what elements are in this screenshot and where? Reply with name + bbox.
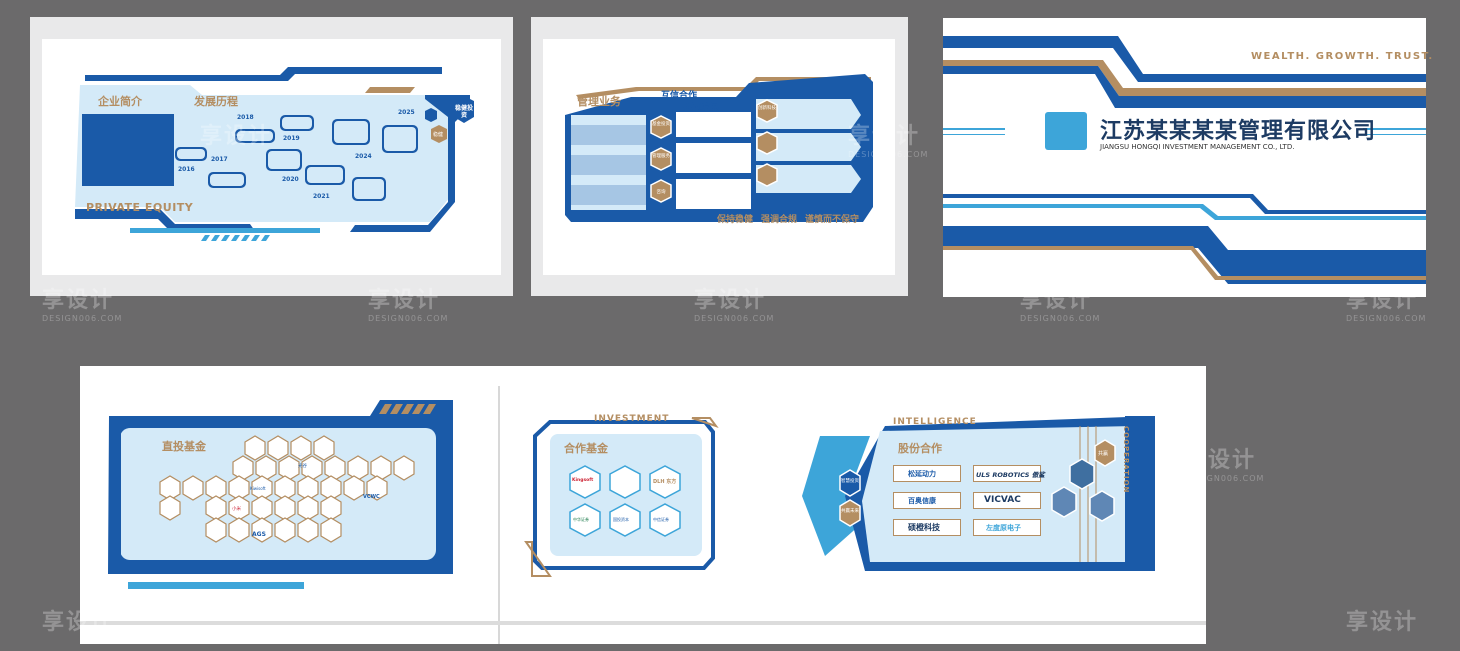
wall-divider-left (498, 386, 500, 644)
panel-corporate-history: 企业简介 发展历程 PRIVATE EQUITY 稳健投资 稳健 2016 20… (30, 17, 513, 296)
watermark-brand: 享设计 (1346, 288, 1419, 313)
watermark-site: DESIGN006.COM (42, 314, 123, 323)
partner-name-1: 松延动力 (908, 470, 936, 478)
year-2024: 2024 (355, 153, 372, 160)
direct-fund-logo-grid (159, 435, 415, 543)
year-2020: 2020 (282, 176, 299, 183)
panel-1-history-heading: 发展历程 (194, 95, 238, 108)
direct-fund-logo-guanggu: 光谷 (298, 464, 307, 469)
panel-2-hex-label-2: 管理服务 (652, 154, 670, 159)
watermark-brand: 享设计 (368, 288, 441, 313)
panel-3-graphics (943, 36, 1426, 284)
partner-name-4: VICVAC (984, 495, 1021, 505)
panel-2-hex-label-right: 创新科技 (758, 106, 776, 111)
panel-2-hex-label-3: 咨询 (656, 190, 666, 195)
direct-fund-logo-xiaomi: 小米 (232, 507, 241, 512)
watermark-brand: 享设计 (848, 124, 921, 149)
share-coop-hex-2: 共赢未来 (841, 509, 859, 514)
panel-2-banner-line2: 共赢发展 (683, 103, 720, 113)
partner-name-6: 左度原电子 (986, 524, 1021, 532)
watermark-site: DESIGN006.COM (848, 150, 929, 159)
investment-label: INVESTMENT (594, 414, 670, 424)
share-coop-hex-1: 智慧投资 (841, 479, 859, 484)
panel-2-motto-1: 保持稳健 (717, 215, 754, 225)
share-coop-hex-right: 共赢 (1098, 451, 1109, 457)
panel-3-company-cn: 江苏某某某某管理有限公司 (1100, 118, 1377, 144)
watermark-brand: 享设计 (1020, 288, 1093, 313)
year-2021: 2021 (313, 193, 330, 200)
year-2018: 2018 (237, 114, 254, 121)
partner-tile-5: 硕橙科技 (893, 519, 961, 536)
watermark-brand: 享设计 (1184, 448, 1257, 473)
direct-fund-logo-vcwc: VCWC (363, 494, 380, 500)
partner-tile-3: 百奥信康 (893, 492, 961, 509)
watermark-site: DESIGN006.COM (694, 314, 775, 323)
watermark-site: DESIGN006.COM (1346, 314, 1427, 323)
panel-2-graphics (565, 74, 873, 222)
watermark-brand: 享设计 (1346, 610, 1419, 635)
panel-1-badge-bottom: 稳健 (433, 132, 444, 138)
direct-fund-heading: 直投基金 (162, 440, 206, 453)
panel-1-private-equity: PRIVATE EQUITY (86, 201, 194, 214)
panel-1-intro-heading: 企业简介 (98, 95, 142, 108)
partner-tile-4: VICVAC (973, 492, 1041, 509)
partner-tile-2: ULS ROBOTICS 傲鲨 (973, 465, 1045, 482)
year-2016: 2016 (178, 166, 195, 173)
panel-business: 管理业务 互信合作 共赢发展 基金投资 管理服务 咨询 创新科技 保持稳健 强调… (531, 17, 908, 296)
panel-2-banner-line1: 互信合作 (661, 91, 698, 101)
watermark-brand: 享设计 (200, 124, 273, 149)
panel-2-motto-2: 强调合规 (761, 215, 798, 225)
coop-logo-zhongxin: 中信证券 (653, 517, 669, 522)
partner-name-2: ULS ROBOTICS 傲鲨 (976, 471, 1045, 479)
watermark-10: 享设计 (1346, 604, 1418, 636)
watermark-brand: 享设计 (42, 610, 115, 635)
cooperation-fund-logo-grid (569, 465, 681, 537)
wall-floor (80, 621, 1206, 625)
panel-3-slogan: WEALTH. GROWTH. TRUST. (1251, 51, 1434, 62)
panel-2-motto-3: 谨慎而不保守 (805, 215, 860, 225)
watermark-site: DESIGN006.COM (1184, 474, 1265, 483)
year-2025: 2025 (398, 109, 415, 116)
bottom-wall: 直投基金 AGS VCWC Kiwisoft 光谷 小米 INVESTMENT … (80, 366, 1206, 644)
partner-tile-1: 松延动力 (893, 465, 961, 482)
watermark-brand: 享设计 (42, 288, 115, 313)
year-2017: 2017 (211, 156, 228, 163)
watermark-site: DESIGN006.COM (368, 314, 449, 323)
partner-tile-6: 左度原电子 (973, 519, 1041, 536)
direct-fund-logo-kiwisoft: Kiwisoft (250, 486, 266, 491)
direct-fund-logo-ags: AGS (252, 531, 266, 538)
intelligence-label: INTELLIGENCE (893, 417, 977, 427)
panel-3-company-en: JIANGSU HONGQI INVESTMENT MANAGEMENT CO.… (1100, 143, 1295, 151)
year-2019: 2019 (283, 135, 300, 142)
partner-name-5: 硕橙科技 (908, 523, 940, 532)
coop-logo-kingsoft: Kingsoft (572, 478, 594, 483)
coop-logo-guotou: 国投资本 (613, 517, 629, 522)
watermark-brand: 享设计 (694, 288, 767, 313)
cooperation-fund-heading: 合作基金 (564, 442, 608, 455)
watermark-9: 享设计 (42, 604, 114, 636)
watermark-site: DESIGN006.COM (1020, 314, 1101, 323)
coop-logo-zhonghua: 中华证券 (573, 517, 589, 522)
share-coop-heading: 股份合作 (898, 442, 942, 455)
panel-company-sign: WEALTH. GROWTH. TRUST. 江苏某某某某管理有限公司 JIAN… (943, 18, 1432, 297)
coop-logo-dlh: DLH 东方 (653, 479, 677, 485)
partner-name-3: 百奥信康 (908, 497, 936, 505)
panel-2-business-heading: 管理业务 (577, 95, 621, 108)
panel-2-hex-label-1: 基金投资 (652, 122, 670, 127)
panel-1-graphics (75, 67, 474, 241)
cooperation-side-label: COOPERATION (1122, 426, 1130, 494)
panel-1-badge-top: 稳健投资 (455, 105, 474, 119)
watermark-1: 享设计 (200, 118, 272, 150)
